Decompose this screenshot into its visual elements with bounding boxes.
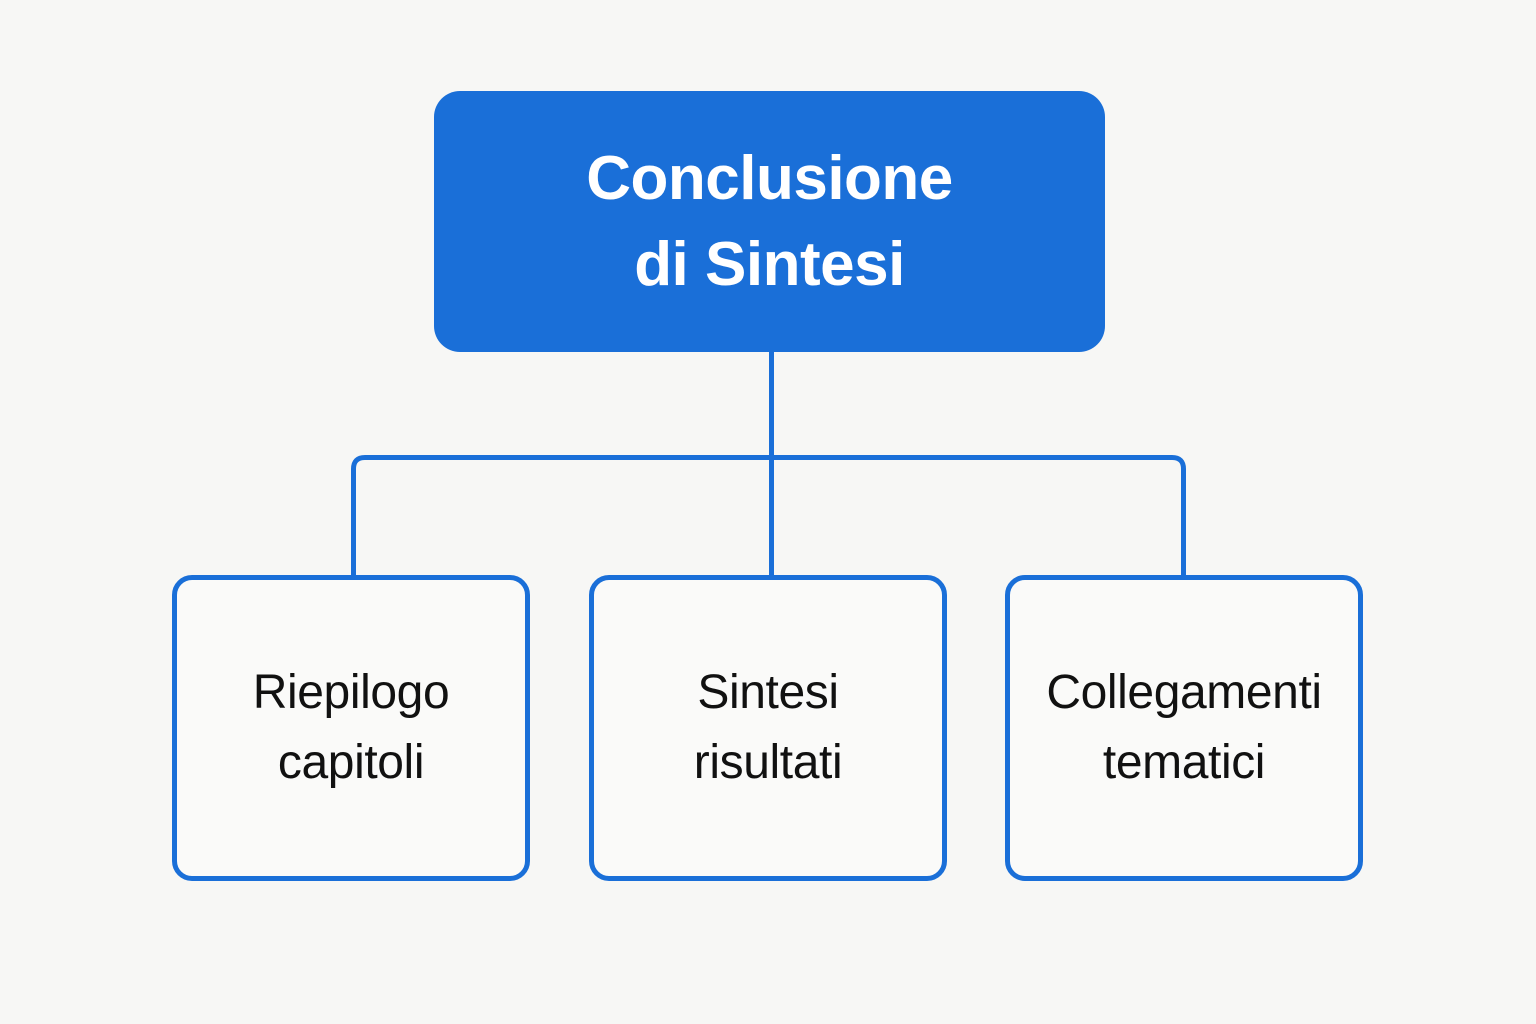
- child-node-label: Sintesi risultati: [693, 666, 843, 789]
- child-node-sintesi-risultati[interactable]: Sintesi risultati: [589, 575, 947, 881]
- connector-bus-right: [771, 455, 1186, 578]
- child-node-label: Riepilogo capitoli: [252, 666, 450, 789]
- child-node-collegamenti-tematici[interactable]: Collegamenti tematici: [1005, 575, 1363, 881]
- connector-bus-left: [351, 455, 772, 578]
- root-node[interactable]: Conclusione di Sintesi: [434, 91, 1105, 352]
- root-node-label: Conclusione di Sintesi: [586, 143, 953, 299]
- child-node-riepilogo-capitoli[interactable]: Riepilogo capitoli: [172, 575, 530, 881]
- child-node-label: Collegamenti tematici: [1046, 666, 1322, 789]
